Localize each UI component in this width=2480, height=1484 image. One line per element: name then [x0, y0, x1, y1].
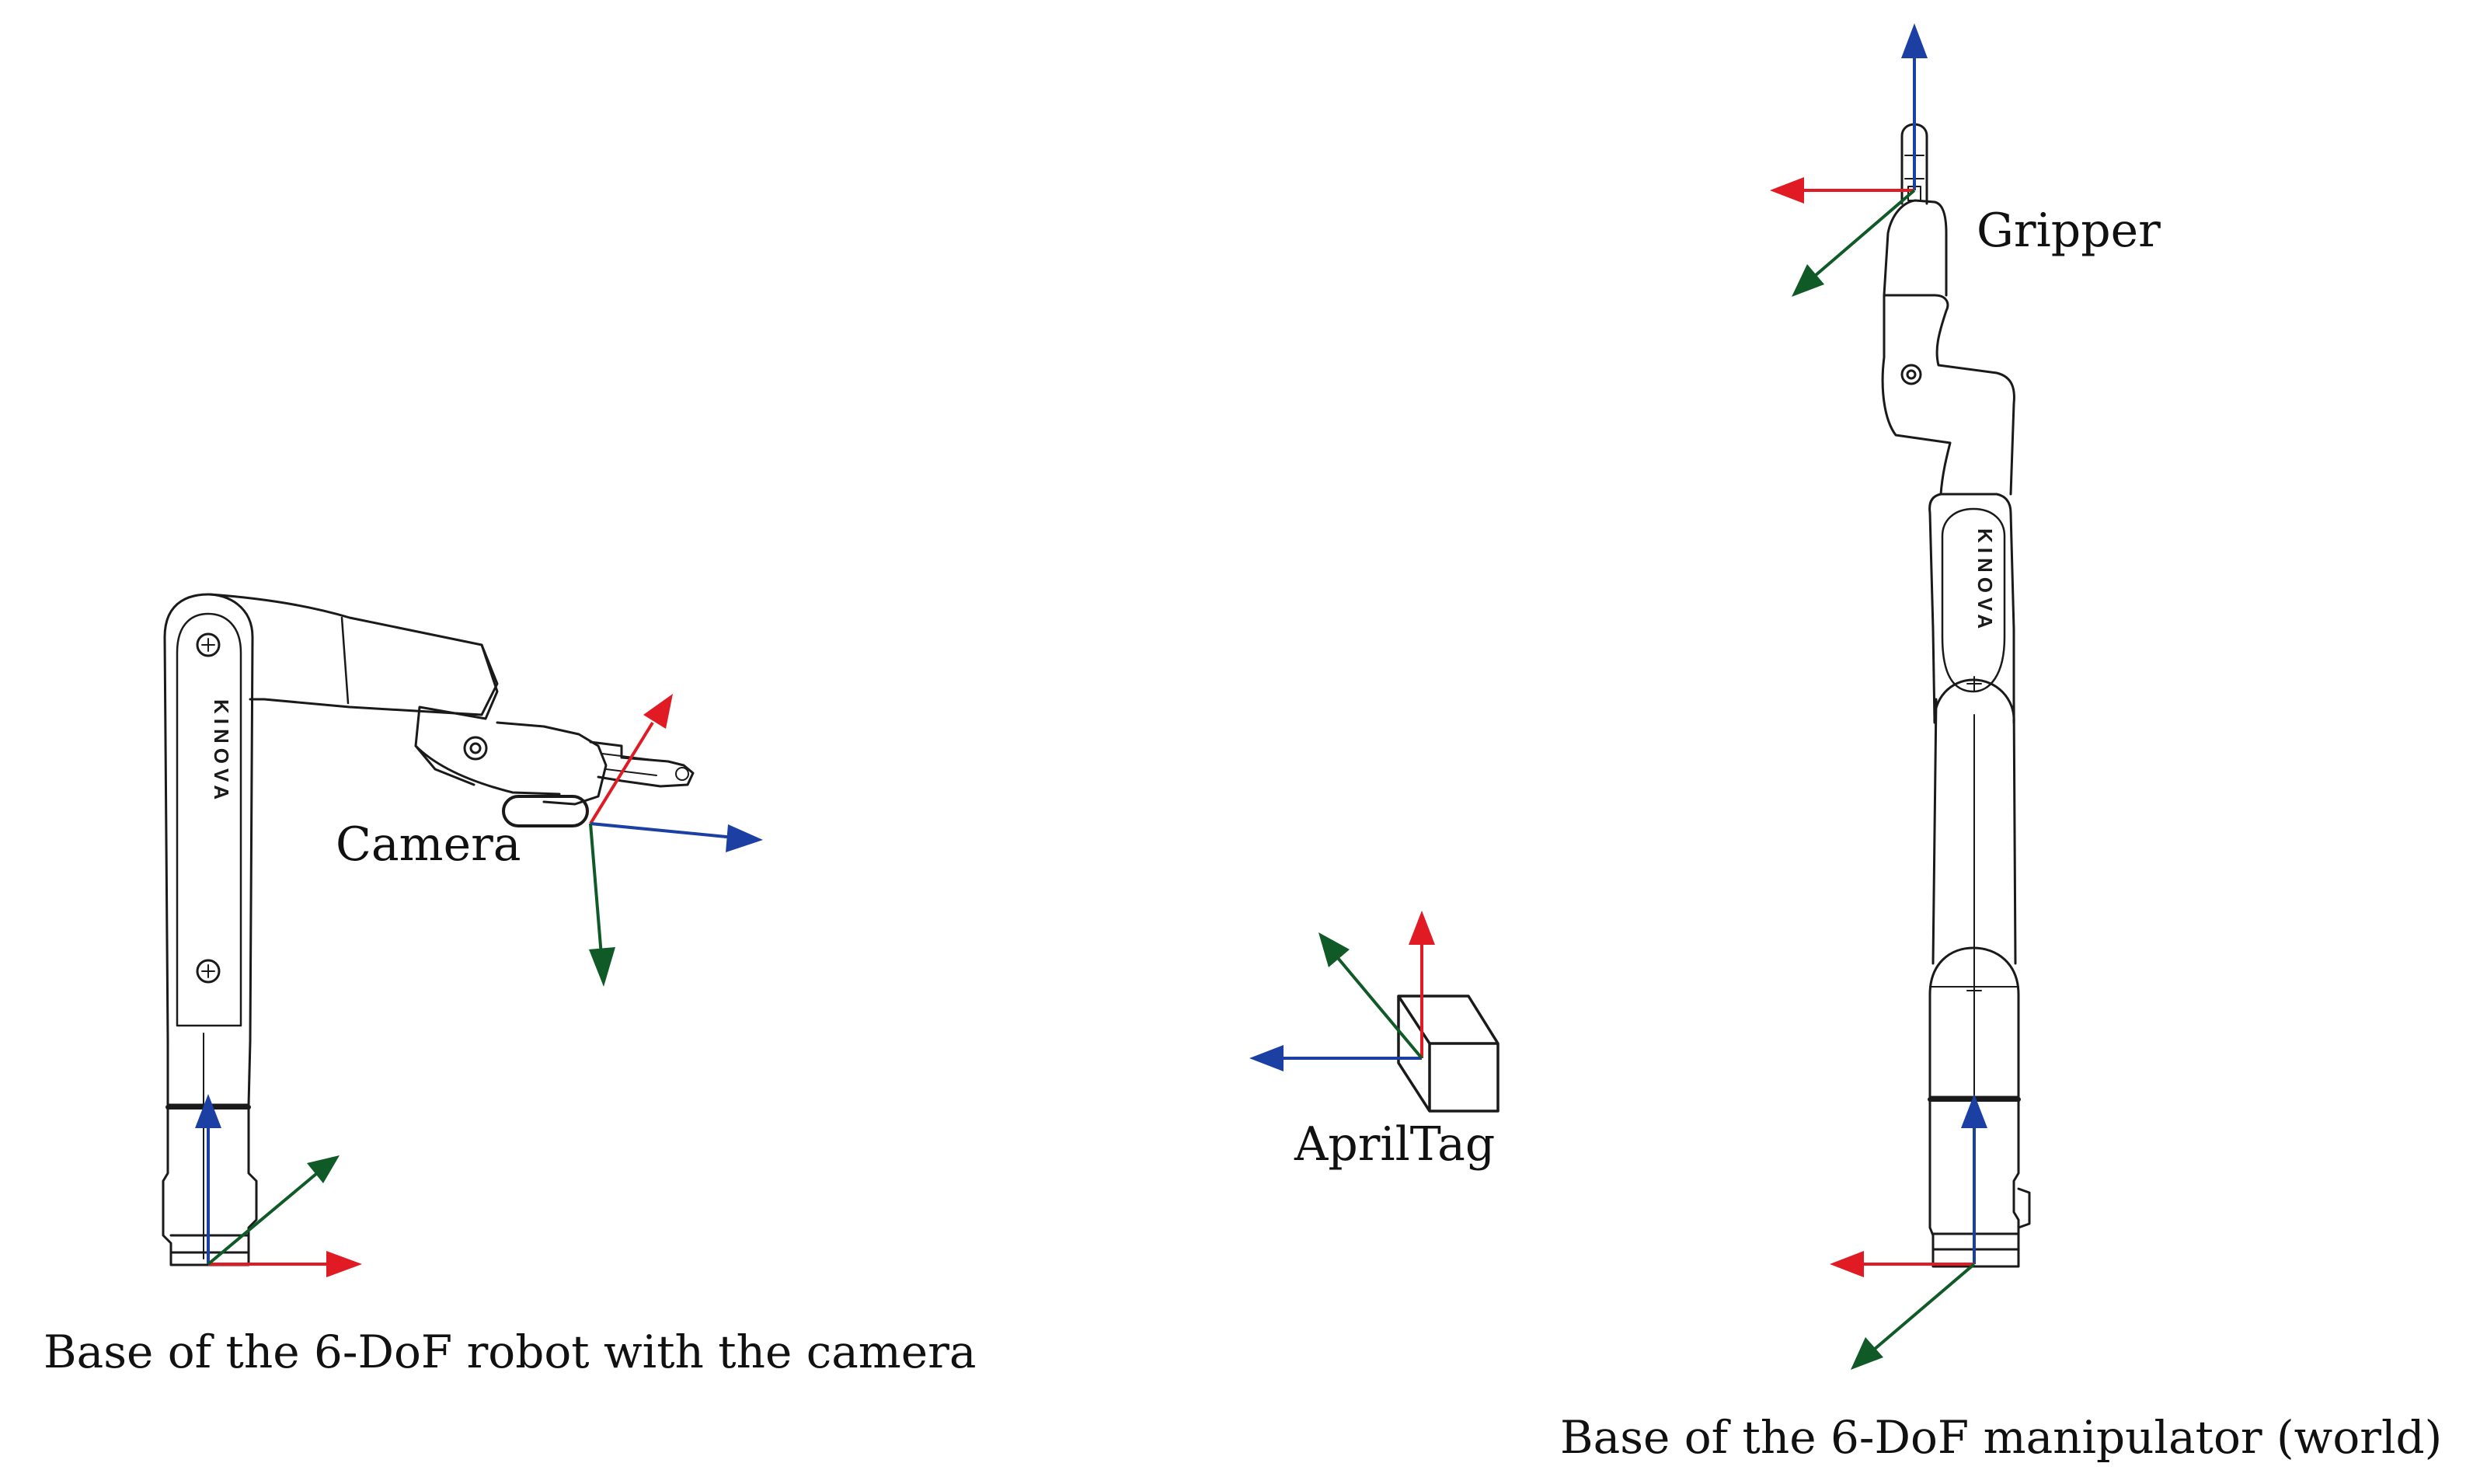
right-robot-base [1928, 1096, 2020, 1268]
axis-green [589, 823, 603, 956]
right-robot-forearm [1881, 294, 2015, 496]
left-robot-arm: KINOVA [162, 593, 695, 1266]
left-robot-upper-arm [208, 593, 499, 716]
axis-green [207, 1172, 319, 1266]
right-robot-arm: KINOVA [1881, 123, 2031, 1268]
arrowhead-blue [1901, 23, 1928, 58]
arrowhead-blue [726, 824, 763, 852]
arrowhead-red [1770, 177, 1804, 204]
camera-label: Camera [336, 817, 521, 872]
arrowhead-red [1830, 1251, 1864, 1277]
arrowhead-green [307, 1155, 340, 1183]
arrowhead-green [1318, 932, 1350, 967]
arrowhead-red [1409, 911, 1435, 945]
axis-green [1336, 956, 1423, 1060]
axis-blue [590, 822, 735, 839]
arrowhead-green [589, 947, 615, 987]
gripper-label: Gripper [1977, 204, 2161, 258]
frame-left-base [195, 1094, 362, 1277]
frame-apriltag [1249, 911, 1435, 1071]
arrowhead-green [1851, 1337, 1883, 1370]
apriltag-label: AprilTag [1294, 1117, 1496, 1172]
arrowhead-red [326, 1251, 362, 1277]
frame-world [1830, 1094, 1987, 1370]
apriltag-cube [1397, 995, 1499, 1113]
arrowhead-blue [1249, 1045, 1284, 1071]
axis-green [1813, 189, 1916, 277]
arrowhead-blue [1961, 1094, 1987, 1128]
right-robot-tube [1931, 698, 2017, 965]
arrowhead-green [1792, 264, 1824, 297]
axis-red [589, 721, 654, 825]
brand-text-right: KINOVA [1973, 528, 1997, 633]
arrowhead-red [643, 694, 673, 729]
camera-body [502, 795, 589, 827]
right-robot-caption: Base of the 6-DoF manipulator (world) [1560, 1411, 2443, 1464]
frame-gripper [1770, 23, 1928, 297]
left-robot-wrist [496, 721, 608, 806]
arrowhead-blue [195, 1094, 221, 1128]
left-robot-forearm [414, 643, 561, 796]
frame-camera [589, 694, 763, 987]
brand-text-left: KINOVA [210, 699, 233, 804]
left-robot-column [163, 593, 254, 1106]
axis-green [1872, 1263, 1976, 1351]
coordinate-frames [195, 23, 1987, 1370]
left-robot-caption: Base of the 6-DoF robot with the camera [44, 1325, 977, 1378]
